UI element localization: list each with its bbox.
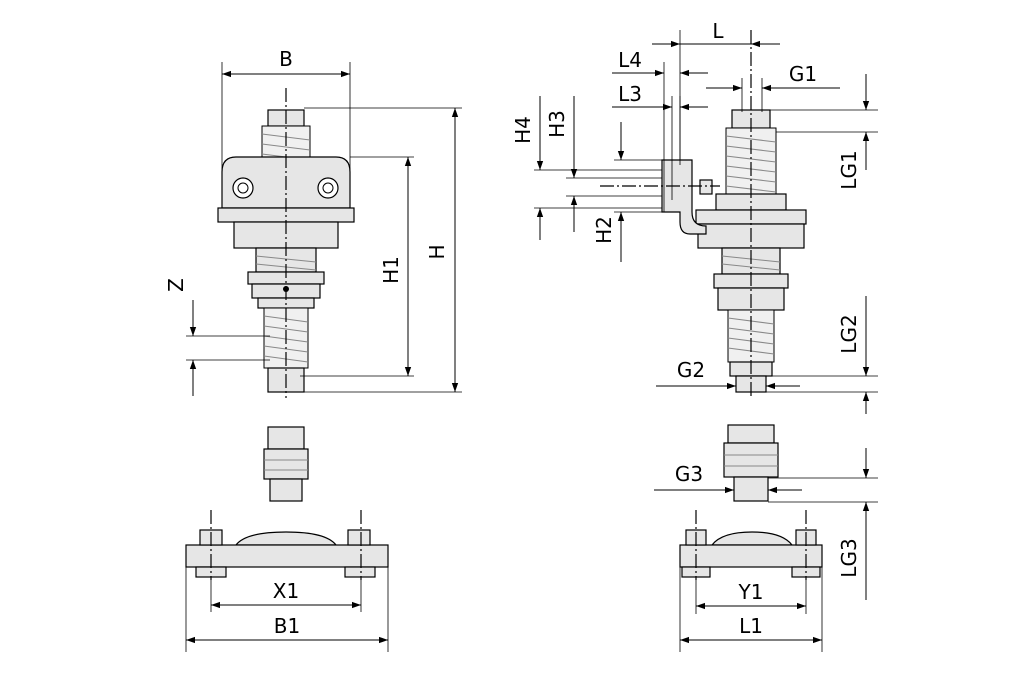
dim-Y1: [695, 580, 807, 614]
dim-G1: [706, 78, 840, 112]
dim-H: [304, 107, 462, 393]
label-X1: X1: [273, 579, 299, 603]
label-L1: L1: [739, 614, 763, 638]
dim-L1: [679, 567, 823, 652]
label-H1: H1: [379, 256, 403, 284]
dim-LG3: [768, 448, 878, 600]
dim-B1: [185, 567, 389, 652]
front-base-plate: [185, 510, 389, 580]
dim-H2: [614, 122, 662, 262]
label-H3: H3: [545, 110, 569, 138]
side-view-assembly: [600, 30, 807, 398]
dim-H3: [566, 96, 662, 232]
label-G3: G3: [675, 462, 703, 486]
label-L4: L4: [618, 48, 642, 72]
front-nipple-part: [263, 426, 309, 502]
dim-H1: [300, 156, 414, 377]
label-L: L: [712, 19, 724, 43]
dim-LG1: [770, 74, 878, 170]
label-G2: G2: [677, 358, 705, 382]
dim-H4: [534, 96, 662, 240]
side-nipple-part: [723, 424, 779, 502]
label-Y1: Y1: [738, 580, 764, 604]
label-H: H: [425, 244, 449, 259]
dim-L4: [612, 62, 708, 212]
label-L3: L3: [618, 82, 642, 106]
dim-B: [221, 62, 351, 170]
side-base-plate: [679, 510, 823, 580]
label-LG1: LG1: [837, 150, 861, 189]
front-view-assembly: [217, 88, 355, 398]
dim-LG2: [766, 296, 878, 414]
label-G1: G1: [789, 62, 817, 86]
dim-X1: [210, 580, 362, 612]
label-B1: B1: [274, 614, 300, 638]
label-B: B: [279, 47, 293, 71]
label-H2: H2: [592, 216, 616, 244]
label-LG3: LG3: [837, 538, 861, 577]
side-upper-spring: [725, 127, 777, 195]
label-H4: H4: [511, 116, 535, 144]
side-l-bracket: [661, 159, 707, 235]
label-Z: Z: [164, 278, 188, 292]
dim-Z: [186, 300, 270, 396]
dim-L3: [612, 96, 708, 200]
label-LG2: LG2: [837, 314, 861, 353]
